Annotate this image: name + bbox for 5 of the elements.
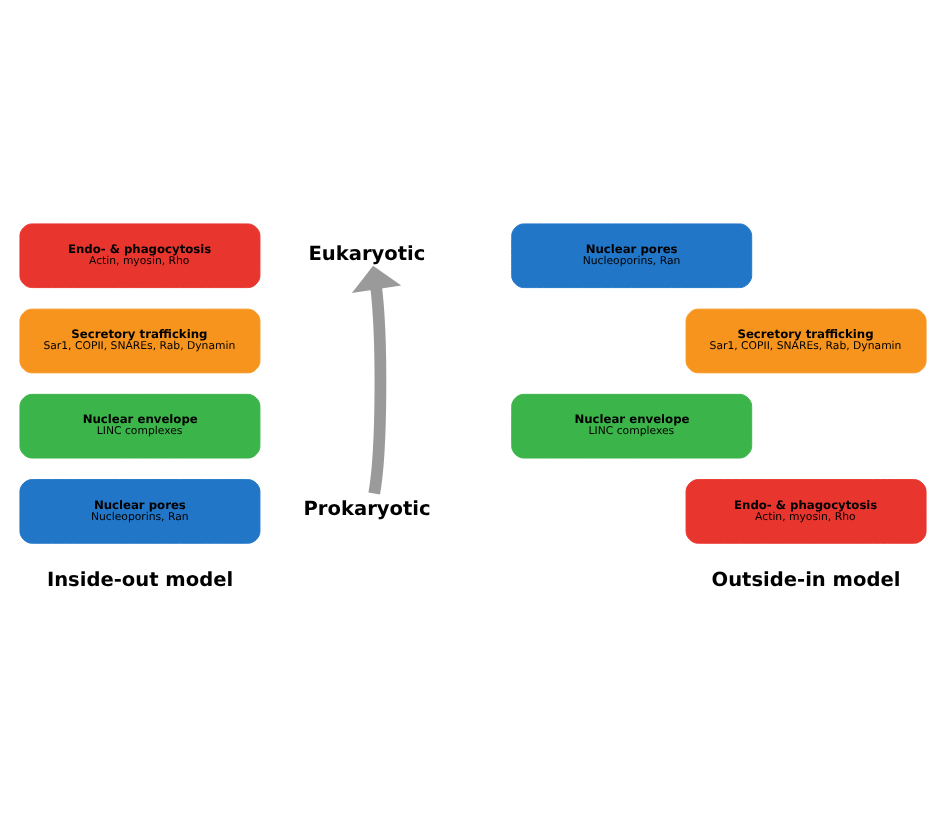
arrow [351, 264, 402, 494]
label: Outside-in model [711, 569, 901, 592]
node-text: Eukaryotic [308, 242, 426, 265]
node-text: Prokaryotic [303, 498, 431, 521]
label: Inside-out model [46, 569, 234, 592]
